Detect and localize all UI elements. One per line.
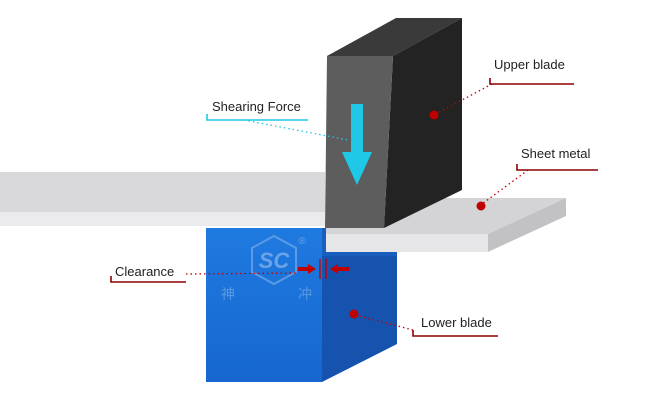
leader-clearance <box>185 272 299 275</box>
label-clearance: Clearance <box>115 264 175 279</box>
label-sheet-metal: Sheet metal <box>521 146 591 161</box>
watermark-logo: SC ® 神 冲 <box>221 234 312 303</box>
svg-text:神: 神 <box>221 287 235 303</box>
underline-shearing-force <box>206 114 308 121</box>
underline-sheet-metal <box>516 164 598 171</box>
underline-lower-blade <box>412 330 498 337</box>
svg-text:®: ® <box>298 236 306 247</box>
label-shearing-force: Shearing Force <box>212 99 301 114</box>
svg-text:SC: SC <box>259 248 291 273</box>
underline-clearance <box>110 276 186 283</box>
dot-sheet-metal <box>476 201 486 211</box>
label-underlines <box>110 78 598 337</box>
svg-text:冲: 冲 <box>298 287 312 303</box>
label-lower-blade: Lower blade <box>421 315 492 330</box>
leader-upper-blade <box>435 83 493 115</box>
sheet-metal-left <box>0 172 325 226</box>
shearing-force-arrow <box>342 104 372 185</box>
dot-upper-blade <box>429 110 439 120</box>
clearance-indicator <box>298 259 349 279</box>
label-upper-blade: Upper blade <box>494 57 565 72</box>
leader-sheet-metal <box>481 169 529 205</box>
underline-upper-blade <box>489 78 574 85</box>
dot-lower-blade <box>349 309 359 319</box>
leader-lower-blade <box>354 314 414 331</box>
upper-blade <box>325 18 462 228</box>
leader-lines <box>185 83 529 331</box>
